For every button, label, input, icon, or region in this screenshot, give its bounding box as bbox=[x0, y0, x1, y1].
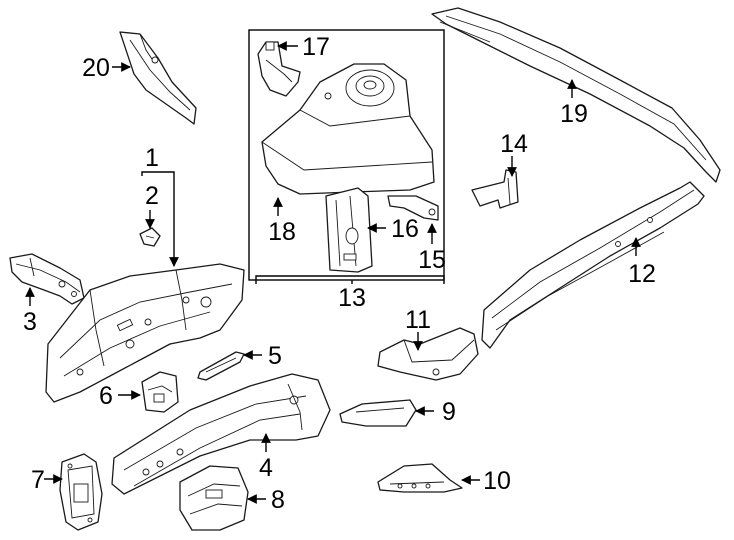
callout-19: 19 bbox=[560, 100, 588, 128]
part-11-bracket bbox=[377, 327, 479, 381]
callout-4: 4 bbox=[259, 454, 273, 482]
callout-2: 2 bbox=[145, 182, 159, 210]
callout-10: 10 bbox=[483, 467, 511, 495]
callout-8: 8 bbox=[271, 486, 285, 514]
part-9-wedge bbox=[339, 399, 417, 427]
callout-11: 11 bbox=[405, 306, 431, 334]
callout-12: 12 bbox=[628, 260, 656, 288]
leader-13 bbox=[255, 275, 445, 284]
part-15-clip bbox=[387, 195, 439, 221]
callout-15: 15 bbox=[418, 246, 446, 274]
callout-17: 17 bbox=[302, 33, 330, 61]
leader-1 bbox=[141, 171, 179, 267]
callout-13: 13 bbox=[338, 284, 366, 312]
callout-9: 9 bbox=[442, 398, 456, 426]
part-12-lower-rail bbox=[481, 181, 705, 349]
part-19-upper-rail bbox=[431, 7, 721, 183]
leader-lines bbox=[25, 41, 641, 504]
callout-6: 6 bbox=[99, 382, 113, 410]
part-2-clip bbox=[139, 227, 161, 247]
part-5-strip bbox=[197, 351, 245, 381]
part-18-strut-tower bbox=[261, 63, 435, 195]
callout-14: 14 bbox=[500, 130, 528, 158]
part-6-block bbox=[141, 371, 179, 413]
callout-1: 1 bbox=[145, 144, 159, 172]
part-16-inner-panel bbox=[325, 187, 373, 273]
part-4-lower-rail bbox=[111, 373, 331, 495]
callout-labels: 1 2 3 4 5 6 7 8 9 10 11 12 13 14 15 16 1… bbox=[23, 33, 656, 514]
part-20-bracket bbox=[119, 31, 197, 125]
part-17-bracket bbox=[257, 41, 301, 97]
callout-7: 7 bbox=[31, 466, 45, 494]
part-8-bracket bbox=[179, 465, 249, 531]
part-7-mount-plate bbox=[59, 453, 103, 531]
callout-18: 18 bbox=[268, 218, 296, 246]
inset-group-box bbox=[248, 29, 445, 281]
part-14-bracket bbox=[471, 169, 519, 209]
part-3-bracket bbox=[9, 253, 85, 305]
part-1-rail-assembly bbox=[45, 263, 245, 403]
part-10-bracket bbox=[377, 463, 463, 493]
callout-3: 3 bbox=[23, 308, 37, 336]
callout-5: 5 bbox=[268, 342, 282, 370]
callout-16: 16 bbox=[391, 215, 419, 243]
callout-20: 20 bbox=[82, 54, 110, 82]
